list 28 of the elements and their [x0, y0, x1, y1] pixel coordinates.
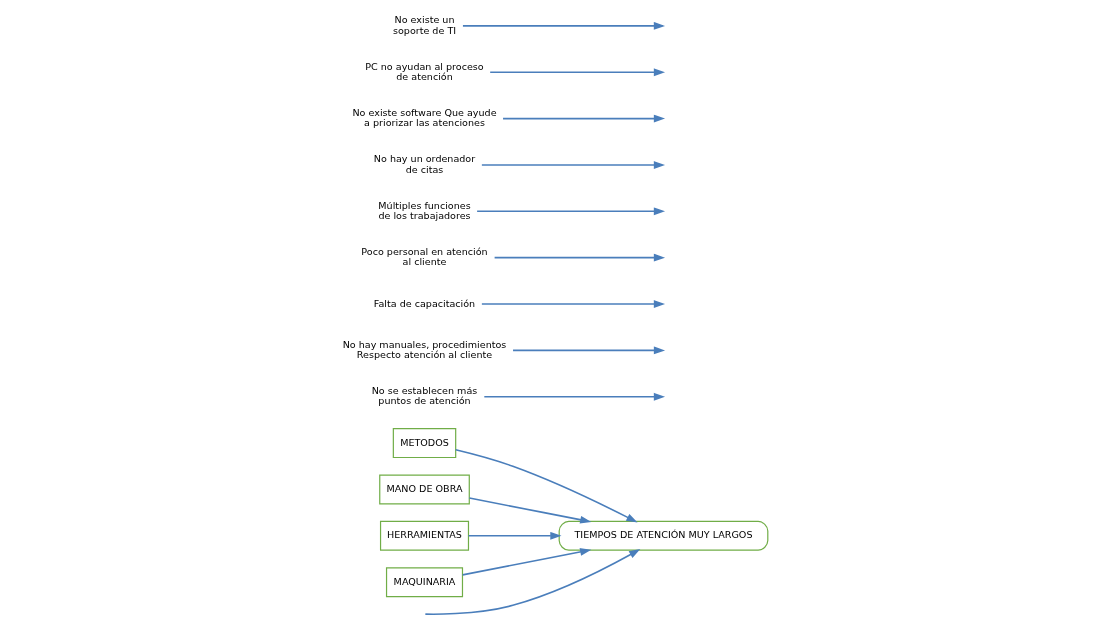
arrow: [475, 207, 665, 216]
arrow: [480, 300, 665, 308]
node-text: No hay manuales, procedimientos Respecto atención al cliente: [342, 338, 506, 361]
node-text: No se establecen más puntos de atención: [371, 385, 477, 407]
arrow: [493, 253, 665, 262]
node-box: MAQUINARIA: [385, 567, 463, 598]
arrow: [501, 114, 665, 123]
arrow: [480, 161, 665, 169]
node-text: No existe un soporte de TI: [392, 14, 456, 36]
arrow: [488, 68, 665, 77]
node-text: PC no ayudan al proceso de atención: [364, 60, 484, 82]
node-box: MANO DE OBRA: [378, 474, 470, 505]
node-text: Poco personal en atención al cliente: [360, 245, 488, 268]
node-box: TIEMPOS DE ATENCIÓN MUY LARGOS: [558, 520, 768, 551]
node-text: Falta de capacitación: [373, 297, 475, 309]
node-box: HERRAMIENTAS: [379, 520, 469, 551]
node-box: METODOS: [392, 428, 456, 459]
node-text: No existe software Que ayude a priorizar las atenciones: [351, 106, 497, 129]
arrow: [468, 497, 591, 524]
arrow: [483, 392, 665, 401]
node-text: No hay un ordenador de citas: [373, 153, 475, 175]
arrow: [461, 548, 591, 576]
arrow: [461, 21, 665, 30]
arrow: [467, 531, 561, 540]
arrow: [454, 448, 638, 523]
node-text: Múltiples funciones de los trabajadores: [377, 199, 471, 221]
arrow: [424, 549, 640, 615]
arrow: [511, 346, 665, 355]
